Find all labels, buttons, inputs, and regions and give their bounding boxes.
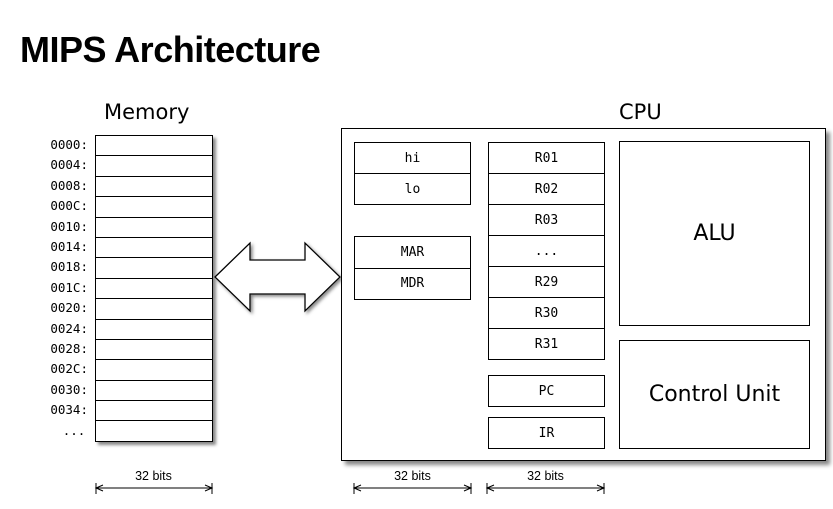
memory-cell (96, 258, 212, 279)
cpu-label: CPU (619, 100, 662, 124)
alu-block: ALU (619, 141, 810, 326)
memory-width-label: 32 bits (135, 469, 172, 483)
bidirectional-arrow-icon (214, 241, 341, 313)
pc-register: PC (488, 375, 605, 407)
hi-lo-registers: hi lo (354, 142, 471, 205)
memory-cell (96, 197, 212, 218)
alu-label: ALU (693, 221, 736, 246)
memory-cell (96, 177, 212, 198)
lo-register: lo (404, 181, 421, 197)
register-cell: R31 (534, 336, 559, 352)
memory-cell (96, 238, 212, 259)
memory-address: 0014: (50, 239, 88, 255)
memory-cell (96, 218, 212, 238)
memory-address: 0034: (50, 402, 88, 418)
memory-cell (96, 360, 212, 381)
register-cell: R03 (489, 205, 604, 236)
memory-address: 002C: (50, 361, 88, 377)
memory-address-list: 0000: 0004: 0008: 000C: 0010: 0014: 0018: 001C:… (30, 135, 88, 441)
control-unit-label: Control Unit (648, 382, 781, 407)
mdr-register: MDR (400, 276, 425, 292)
page-title: MIPS Architecture (20, 29, 321, 70)
memory-address: 0024: (50, 320, 88, 336)
memory-cell (96, 381, 212, 402)
memory-cell (96, 320, 212, 340)
memory-address: 0030: (50, 381, 88, 397)
memory-address: 0008: (50, 177, 88, 193)
memory-address: 000C: (50, 198, 88, 214)
register-cell: R01 (489, 143, 604, 174)
memory-address: 0004: (50, 157, 88, 173)
cpu-right-width-label: 32 bits (527, 469, 564, 483)
memory-block (95, 135, 213, 442)
control-unit-block: Control Unit (619, 340, 810, 449)
memory-cell (96, 156, 212, 177)
memory-address: 0028: (50, 341, 88, 357)
memory-cell (96, 136, 212, 157)
memory-address: 0010: (50, 218, 88, 234)
register-cell: ... (489, 236, 604, 267)
memory-address: 0000: (50, 137, 88, 152)
memory-address: 001C: (50, 279, 88, 295)
memory-address: ... (62, 422, 86, 438)
hi-register: hi (355, 143, 470, 174)
mar-register: MAR (355, 237, 470, 269)
ir-register: IR (488, 417, 605, 449)
memory-cell (96, 421, 212, 440)
memory-cell (96, 401, 212, 422)
memory-width-dimension-line (94, 483, 214, 494)
memory-cell (96, 340, 212, 361)
memory-address: 0020: (50, 300, 88, 316)
register-cell: R02 (489, 174, 604, 205)
register-cell: R29 (489, 267, 604, 298)
cpu-left-width-label: 32 bits (394, 469, 431, 483)
memory-cell (96, 299, 212, 320)
ir-register-label: IR (538, 425, 555, 441)
mar-mdr-registers: MAR MDR (354, 236, 471, 300)
register-cell: R30 (489, 298, 604, 329)
cpu-left-width-dimension-line (352, 483, 473, 494)
memory-address: 0018: (50, 259, 88, 275)
memory-label: Memory (104, 100, 190, 124)
memory-cell (96, 279, 212, 300)
cpu-right-width-dimension-line (485, 483, 606, 494)
pc-register-label: PC (538, 383, 555, 399)
